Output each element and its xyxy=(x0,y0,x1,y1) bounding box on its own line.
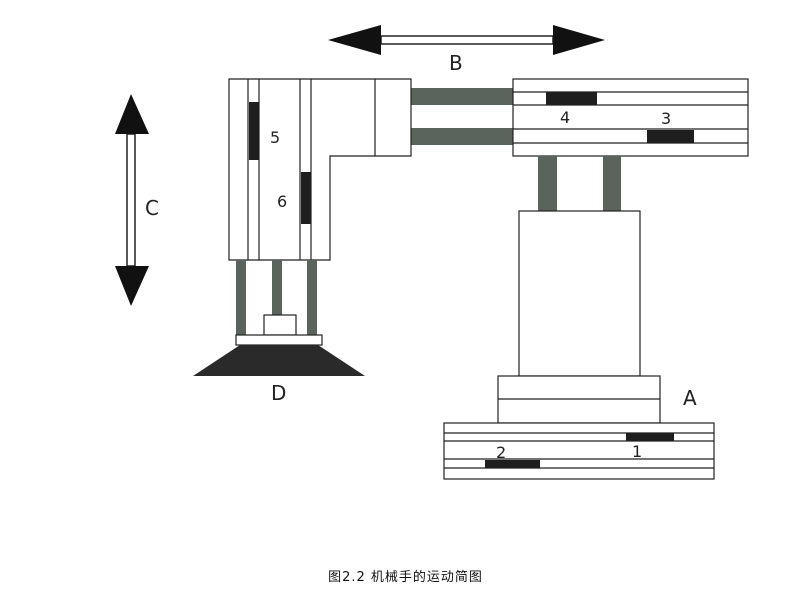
label-a: A xyxy=(683,386,697,410)
label-b: B xyxy=(449,51,463,75)
rotation-base xyxy=(497,375,661,424)
suction-cup xyxy=(193,314,365,376)
column-rod-right xyxy=(603,156,621,211)
horizontal-carriage xyxy=(512,78,749,157)
label-d: D xyxy=(271,381,286,405)
label-4: 4 xyxy=(560,108,570,127)
sensor-5-block xyxy=(249,102,259,160)
label-6: 6 xyxy=(277,192,287,211)
figure-caption: 图2.2 机械手的运动简图 xyxy=(328,570,483,585)
arrow-b xyxy=(328,25,605,55)
sensor-2-block xyxy=(485,460,540,468)
arm-body xyxy=(228,78,412,261)
column-body xyxy=(518,210,641,377)
base-plate xyxy=(443,422,715,480)
sensor-3-block xyxy=(647,130,694,143)
label-1: 1 xyxy=(632,442,642,461)
sensor-1-block xyxy=(626,433,674,441)
gripper-rod-right xyxy=(307,260,317,335)
horizontal-rod-upper xyxy=(411,88,513,105)
label-c: C xyxy=(145,196,159,220)
gripper-rod-center xyxy=(272,260,282,315)
horizontal-rod-lower xyxy=(411,128,513,145)
sensor-4-block xyxy=(546,92,597,105)
label-3: 3 xyxy=(661,109,671,128)
column-rod-left xyxy=(538,156,557,211)
gripper-rod-left xyxy=(236,260,246,335)
label-2: 2 xyxy=(496,443,506,462)
sensor-6-block xyxy=(301,172,311,224)
arrow-c xyxy=(115,94,149,306)
label-5: 5 xyxy=(270,128,280,147)
